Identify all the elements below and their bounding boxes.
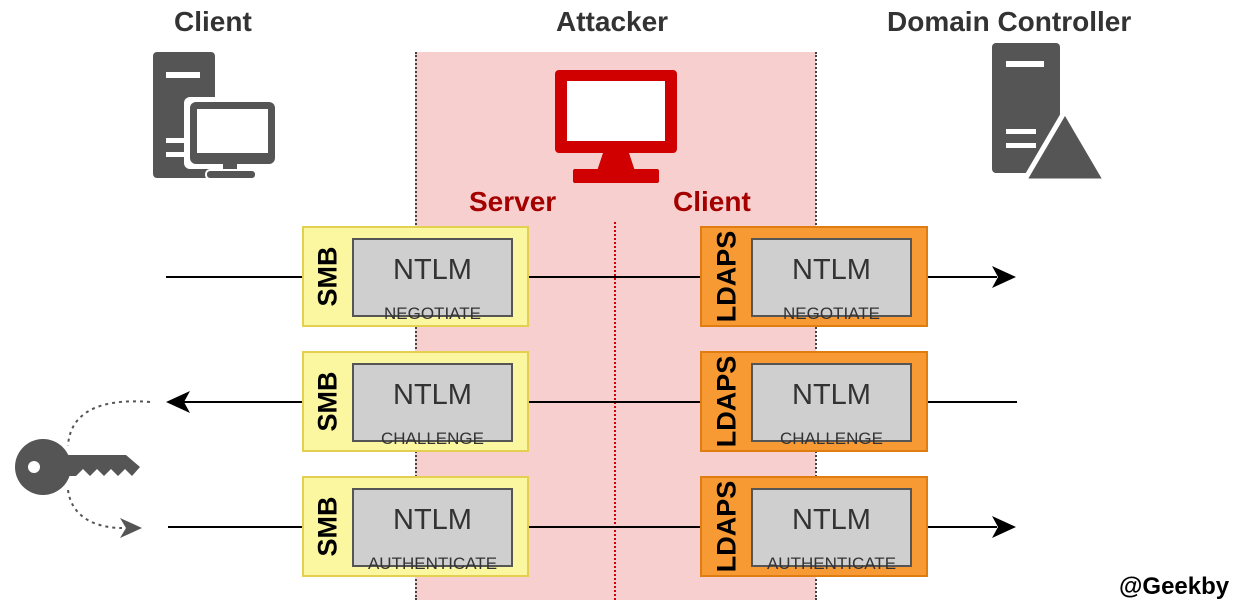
smb-label: SMB bbox=[312, 496, 343, 557]
attacker-server-role: Server bbox=[469, 186, 557, 217]
client-heading: Client bbox=[174, 6, 252, 37]
ntlm-message-type: AUTHENTICATE bbox=[367, 554, 498, 573]
ldaps-challenge-message: LDAPS NTLM CHALLENGE bbox=[700, 351, 928, 452]
smb-authenticate-message: SMB NTLM AUTHENTICATE bbox=[302, 476, 529, 577]
watermark: @Geekby bbox=[1119, 573, 1230, 600]
ldaps-negotiate-message: LDAPS NTLM NEGOTIATE bbox=[700, 226, 928, 327]
ntlm-authenticate-box: NTLM AUTHENTICATE bbox=[751, 488, 912, 573]
authenticate-line-dc bbox=[927, 526, 997, 528]
ntlm-title: NTLM bbox=[792, 254, 871, 286]
ntlm-title: NTLM bbox=[792, 504, 871, 536]
ldaps-label: LDAPS bbox=[711, 355, 742, 448]
ntlm-message-type: NEGOTIATE bbox=[384, 304, 481, 323]
ldaps-authenticate-message: LDAPS NTLM AUTHENTICATE bbox=[700, 476, 928, 577]
desktop-computer-icon bbox=[153, 52, 279, 180]
arrow-right-icon bbox=[992, 516, 1016, 538]
ntlm-title: NTLM bbox=[393, 504, 472, 536]
challenge-line-client bbox=[184, 401, 304, 403]
arrow-left-icon bbox=[166, 391, 190, 413]
server-warning-icon bbox=[992, 43, 1108, 183]
authenticate-line-relay bbox=[527, 526, 702, 528]
ldaps-label: LDAPS bbox=[711, 480, 742, 573]
smb-label: SMB bbox=[312, 371, 343, 432]
attacker-client-role: Client bbox=[673, 186, 751, 217]
ntlm-title: NTLM bbox=[393, 254, 472, 286]
ntlm-message-type: NEGOTIATE bbox=[783, 304, 880, 323]
ntlm-authenticate-box: NTLM AUTHENTICATE bbox=[352, 488, 513, 573]
ntlm-challenge-box: NTLM CHALLENGE bbox=[751, 363, 912, 448]
attacker-heading: Attacker bbox=[556, 6, 669, 37]
negotiate-line-client bbox=[166, 276, 304, 278]
ntlm-negotiate-box: NTLM NEGOTIATE bbox=[352, 238, 513, 323]
attacker-divider bbox=[614, 222, 616, 600]
authenticate-line-client bbox=[168, 526, 304, 528]
key-icon bbox=[15, 439, 140, 495]
domain-controller-heading: Domain Controller bbox=[887, 6, 1132, 37]
smb-challenge-message: SMB NTLM CHALLENGE bbox=[302, 351, 529, 452]
ntlm-title: NTLM bbox=[792, 379, 871, 411]
ntlm-message-type: CHALLENGE bbox=[381, 429, 484, 448]
ntlm-negotiate-box: NTLM NEGOTIATE bbox=[751, 238, 912, 323]
challenge-line-relay bbox=[527, 401, 702, 403]
monitor-icon bbox=[555, 70, 677, 183]
ldaps-label: LDAPS bbox=[711, 230, 742, 323]
negotiate-line-relay bbox=[527, 276, 702, 278]
negotiate-line-dc bbox=[927, 276, 997, 278]
ntlm-message-type: AUTHENTICATE bbox=[766, 554, 897, 573]
smb-label: SMB bbox=[312, 246, 343, 307]
challenge-line-dc bbox=[927, 401, 1017, 403]
smb-negotiate-message: SMB NTLM NEGOTIATE bbox=[302, 226, 529, 327]
ntlm-challenge-box: NTLM CHALLENGE bbox=[352, 363, 513, 448]
arrow-right-icon bbox=[992, 266, 1016, 288]
ntlm-title: NTLM bbox=[393, 379, 472, 411]
key-flow-arrow bbox=[67, 400, 151, 538]
ntlm-message-type: CHALLENGE bbox=[780, 429, 883, 448]
